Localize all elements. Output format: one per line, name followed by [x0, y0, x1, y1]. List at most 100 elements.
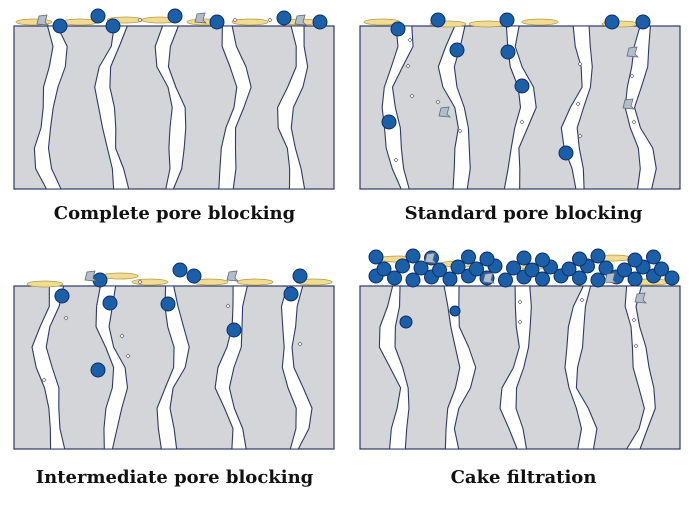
irregular-particle	[194, 12, 208, 24]
large-particle	[312, 14, 328, 30]
cake-filtration-panel	[359, 248, 681, 450]
pore	[156, 285, 190, 450]
small-particle	[393, 157, 399, 163]
irregular-particle	[294, 14, 308, 26]
large-particle	[376, 261, 392, 277]
large-particle	[500, 44, 516, 60]
small-particle	[63, 315, 69, 321]
pore	[443, 285, 477, 450]
pore	[33, 25, 68, 190]
large-particle	[572, 251, 587, 267]
standard-pore-blocking-caption: Standard pore blocking	[404, 203, 643, 224]
small-particle	[407, 37, 413, 43]
small-particle	[579, 297, 585, 303]
large-particle	[479, 251, 495, 267]
small-particle	[225, 303, 231, 309]
large-particle	[381, 114, 397, 130]
large-particle	[514, 78, 530, 94]
pore	[624, 285, 656, 450]
irregular-particle	[438, 106, 452, 118]
intermediate-pore-blocking-caption: Intermediate pore blocking	[35, 467, 314, 488]
large-particle	[572, 270, 587, 286]
large-particle	[226, 322, 242, 338]
large-particle	[535, 271, 550, 287]
large-particle	[387, 270, 402, 286]
pore	[437, 25, 471, 190]
pore	[564, 285, 598, 450]
irregular-particle	[226, 270, 240, 282]
large-particle	[283, 286, 299, 302]
small-particle	[631, 119, 637, 125]
small-particle	[457, 128, 463, 134]
large-particle	[430, 12, 446, 28]
large-particle	[52, 18, 68, 34]
large-particle	[167, 8, 183, 24]
small-particle	[435, 99, 441, 105]
large-particle	[635, 14, 651, 30]
intermediate-pore-blocking-panel	[13, 262, 335, 450]
large-particle	[654, 261, 669, 277]
irregular-particle	[622, 98, 636, 110]
large-particle	[558, 145, 574, 161]
large-particle	[399, 315, 413, 329]
pore	[381, 25, 414, 190]
large-particle	[450, 259, 466, 275]
pore	[94, 25, 130, 190]
small-particle	[125, 353, 131, 359]
large-particle	[449, 305, 461, 317]
flat-particle	[131, 278, 169, 286]
small-particle	[297, 341, 303, 347]
irregular-particle	[36, 14, 50, 26]
standard-pore-blocking-panel	[359, 12, 681, 190]
large-particle	[646, 249, 661, 265]
large-particle	[102, 295, 118, 311]
irregular-particle	[626, 46, 640, 58]
large-particle	[292, 268, 308, 284]
small-particle	[119, 333, 125, 339]
small-particle	[577, 133, 583, 139]
small-particle	[629, 73, 635, 79]
large-particle	[368, 249, 384, 265]
large-particle	[90, 362, 106, 378]
large-particle	[90, 8, 106, 24]
large-particle	[442, 271, 458, 287]
flat-particle	[26, 280, 64, 288]
large-particle	[590, 248, 606, 264]
pore	[277, 25, 309, 190]
small-particle	[631, 317, 637, 323]
large-particle	[209, 14, 225, 30]
small-particle	[137, 17, 143, 23]
irregular-particle	[482, 272, 496, 284]
large-particle	[449, 42, 465, 58]
large-particle	[499, 12, 515, 28]
small-particle	[519, 119, 525, 125]
small-particle	[232, 17, 238, 23]
small-particle	[409, 93, 415, 99]
pore	[95, 285, 129, 450]
large-particle	[604, 14, 620, 30]
large-particle	[598, 260, 614, 276]
small-particle	[517, 319, 523, 325]
irregular-particle	[84, 270, 98, 282]
large-particle	[516, 250, 532, 266]
large-particle	[432, 262, 447, 278]
small-particle	[633, 343, 639, 349]
large-particle	[590, 272, 606, 288]
pore	[499, 285, 532, 450]
pore	[280, 285, 313, 450]
large-particle	[186, 268, 202, 284]
pore	[31, 285, 66, 450]
large-particle	[469, 261, 484, 277]
complete-pore-blocking-panel	[13, 8, 335, 190]
large-particle	[461, 249, 476, 265]
large-particle	[54, 288, 70, 304]
flat-particle	[231, 18, 269, 26]
cake-filtration-caption: Cake filtration	[450, 467, 597, 488]
pore	[624, 25, 657, 190]
irregular-particle	[424, 252, 438, 264]
irregular-particle	[604, 272, 618, 284]
pore	[378, 285, 410, 450]
large-particle	[276, 10, 292, 26]
